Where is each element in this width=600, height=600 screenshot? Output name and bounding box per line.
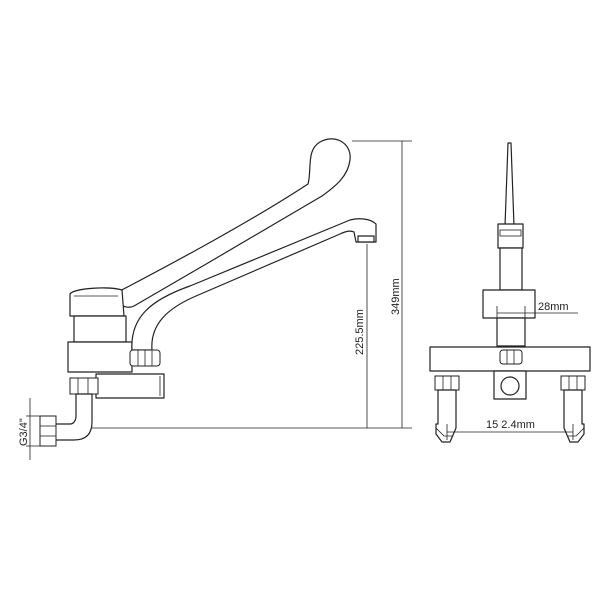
cartridge-cap: [69, 287, 125, 317]
base-block: [95, 373, 165, 399]
inlet-spacing-label: 15 2.4mm: [486, 419, 535, 431]
right-inlet-nut: [560, 375, 586, 391]
front-body: [496, 317, 526, 347]
side-view: [39, 138, 412, 447]
cartridge-body: [73, 315, 127, 343]
lever-handle: [116, 138, 351, 308]
total-height-label: 349mm: [390, 278, 402, 315]
front-dimensions: 28mm 15 2.4mm: [446, 301, 578, 440]
front-view: [429, 142, 591, 443]
inlet-nut: [69, 377, 99, 395]
left-inlet-leg: [435, 389, 457, 443]
spout-tube: [131, 218, 377, 351]
front-swivel-nut: [499, 349, 523, 365]
thread-label: G3/4": [18, 418, 30, 446]
body-width-label: 28mm: [538, 301, 569, 313]
side-dimensions: 349mm 225.5mm G3/4": [18, 140, 412, 460]
spout-aerator: [357, 235, 375, 243]
front-cartridge-collar: [482, 289, 536, 319]
lever-edge: [504, 142, 515, 227]
spout-height-label: 225.5mm: [354, 309, 366, 355]
front-cartridge: [499, 247, 523, 291]
inlet-connector-nut: [39, 415, 57, 447]
right-inlet-leg: [563, 389, 585, 443]
left-inlet-nut: [434, 375, 460, 391]
front-outlet-circle: [500, 376, 520, 396]
mixer-body: [67, 341, 133, 373]
